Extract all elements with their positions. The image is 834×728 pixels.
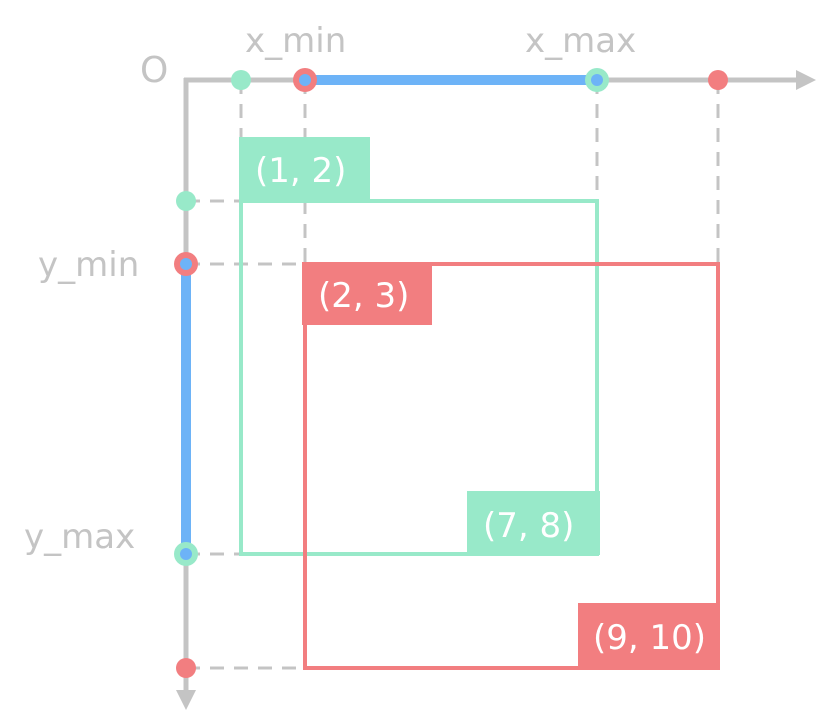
red-top-left-tag: [302, 262, 432, 325]
green-y-min-marker: [176, 191, 196, 211]
green-top-left-tag: [239, 137, 370, 199]
red-top-left-label: (2, 3): [318, 276, 409, 316]
green-top-left-label: (1, 2): [255, 151, 346, 191]
origin-label: O: [140, 50, 168, 91]
red-x-max-marker: [708, 70, 728, 90]
x-min-label: x_min: [245, 21, 346, 61]
y-axis-arrow: [176, 690, 196, 710]
red-box: (2, 3) (9, 10): [302, 262, 720, 670]
green-box-outline: [239, 199, 599, 556]
red-box-outline: [303, 262, 720, 670]
red-bottom-right-tag: [578, 603, 720, 670]
red-x-min-marker-center: [299, 74, 311, 86]
green-bottom-right-label: (7, 8): [483, 506, 574, 546]
red-y-max-marker: [176, 658, 196, 678]
x-axis-arrow: [796, 70, 816, 90]
y-min-label: y_min: [38, 245, 139, 285]
x-max-label: x_max: [525, 21, 636, 61]
red-y-min-marker-center: [180, 258, 192, 270]
green-box: (1, 2) (7, 8): [239, 137, 600, 556]
red-bottom-right-label: (9, 10): [593, 618, 706, 658]
axis-markers: [174, 68, 728, 678]
y-max-label: y_max: [24, 517, 135, 557]
green-bottom-right-tag: [467, 491, 600, 555]
green-x-max-marker-center: [591, 74, 603, 86]
green-x-min-marker: [231, 70, 251, 90]
green-y-max-marker-center: [180, 548, 192, 560]
